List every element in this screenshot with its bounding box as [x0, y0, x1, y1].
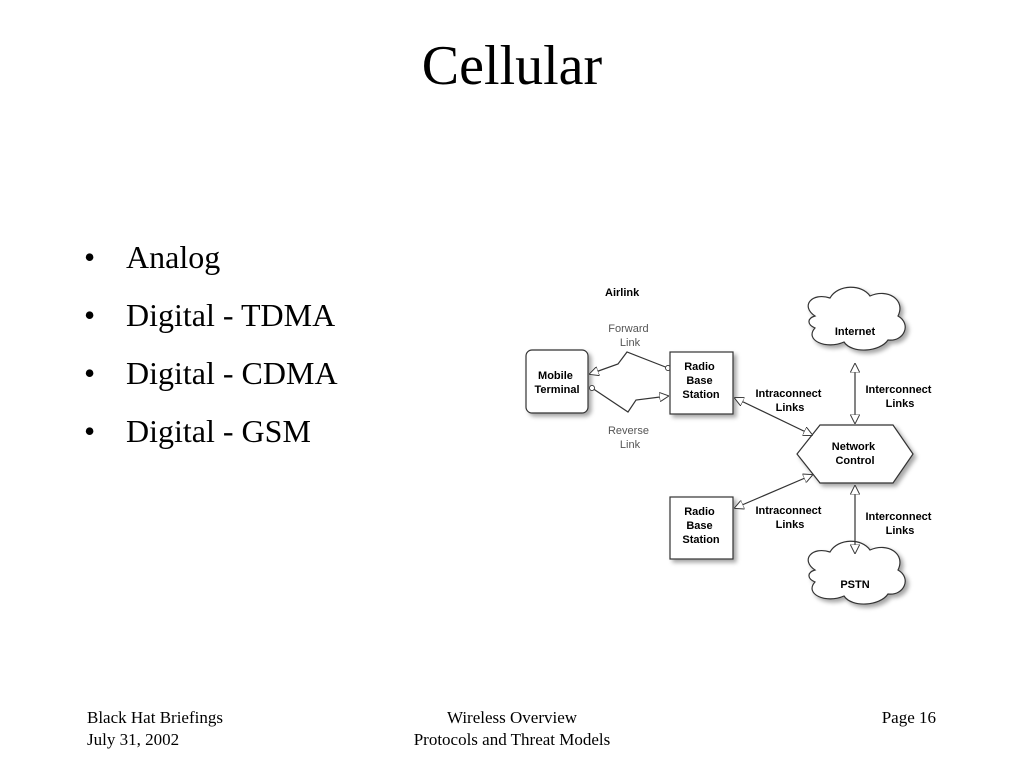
- forward-link-path: [590, 351, 668, 374]
- svg-text:Radio Base Station: Radio Base Station: [682, 506, 720, 546]
- interconnect-top-label: Interconnect Links: [865, 384, 934, 410]
- mobile-terminal-line1: Mobile: [538, 370, 573, 382]
- rbs-bottom-line1: Radio: [684, 506, 715, 518]
- forward-link-line2: Link: [620, 337, 641, 349]
- bullet-icon: •: [84, 413, 96, 449]
- network-control-line2: Control: [835, 455, 874, 467]
- cellular-network-diagram: Airlink Forward Link Reverse Link Mobile…: [525, 286, 934, 605]
- internet-label: Internet: [835, 326, 876, 338]
- pstn-cloud-node: PSTN: [807, 540, 906, 605]
- rbs-bottom-line2: Base: [686, 520, 712, 532]
- footer-title-line1: Wireless Overview: [446, 708, 578, 727]
- radio-base-station-bottom-node: Radio Base Station: [669, 496, 734, 560]
- forward-link-label: Forward Link: [608, 323, 651, 349]
- radio-base-station-top-node: Radio Base Station: [669, 351, 734, 415]
- bullet-text: Digital - TDMA: [126, 297, 336, 333]
- svg-text:Radio Base Station: Radio Base Station: [682, 361, 720, 401]
- network-control-node: Network Control: [796, 424, 914, 484]
- intraconnect-top-label: Intraconnect Links: [755, 388, 824, 414]
- footer-left: Black Hat Briefings July 31, 2002: [87, 707, 223, 751]
- svg-text:Network Control: Network Control: [832, 441, 878, 467]
- reverse-link-line1: Reverse: [608, 425, 649, 437]
- reverse-link-path: [592, 388, 668, 413]
- slide-title: Cellular: [421, 35, 603, 97]
- footer-date: July 31, 2002: [87, 730, 180, 749]
- bullet-item: • Digital - TDMA: [84, 286, 338, 344]
- rbs-top-line1: Radio: [684, 361, 715, 373]
- footer-center: Wireless Overview Protocols and Threat M…: [312, 707, 712, 751]
- bullet-item: • Digital - GSM: [84, 402, 338, 460]
- svg-text:Mobile Terminal: Mobile Terminal: [534, 370, 579, 396]
- bullet-text: Digital - GSM: [126, 413, 311, 449]
- interconnect-bottom-label: Interconnect Links: [865, 511, 934, 537]
- rbs-top-line2: Base: [686, 375, 712, 387]
- footer-title-line2: Protocols and Threat Models: [413, 730, 611, 749]
- bullet-item: • Analog: [84, 228, 338, 286]
- reverse-link-line2: Link: [620, 439, 641, 451]
- forward-link-line1: Forward: [608, 323, 648, 335]
- intraconnect-bottom-link: [735, 475, 812, 508]
- footer-page-number: Page 16: [881, 708, 936, 727]
- mobile-terminal-line2: Terminal: [534, 384, 579, 396]
- intraconnect-top-link: [735, 398, 812, 435]
- rbs-bottom-line3: Station: [682, 534, 720, 546]
- bullet-icon: •: [84, 297, 96, 333]
- rbs-top-line3: Station: [682, 389, 720, 401]
- bullet-text: Analog: [126, 239, 221, 275]
- reverse-link-label: Reverse Link: [608, 425, 652, 451]
- bullet-text: Digital - CDMA: [126, 355, 338, 391]
- bullet-icon: •: [84, 355, 96, 391]
- bullet-list: •Analog •Digital - TDMA •Digital - CDMA …: [84, 228, 338, 460]
- internet-cloud-node: Internet: [807, 286, 906, 351]
- pstn-label: PSTN: [840, 579, 869, 591]
- network-control-line1: Network: [832, 441, 876, 453]
- bullet-icon: •: [84, 239, 96, 275]
- airlink-label: Airlink: [605, 287, 640, 299]
- mobile-terminal-node: Mobile Terminal: [525, 349, 589, 414]
- footer-event: Black Hat Briefings: [87, 708, 223, 727]
- intraconnect-bottom-label: Intraconnect Links: [755, 505, 824, 531]
- bullet-item: • Digital - CDMA: [84, 344, 338, 402]
